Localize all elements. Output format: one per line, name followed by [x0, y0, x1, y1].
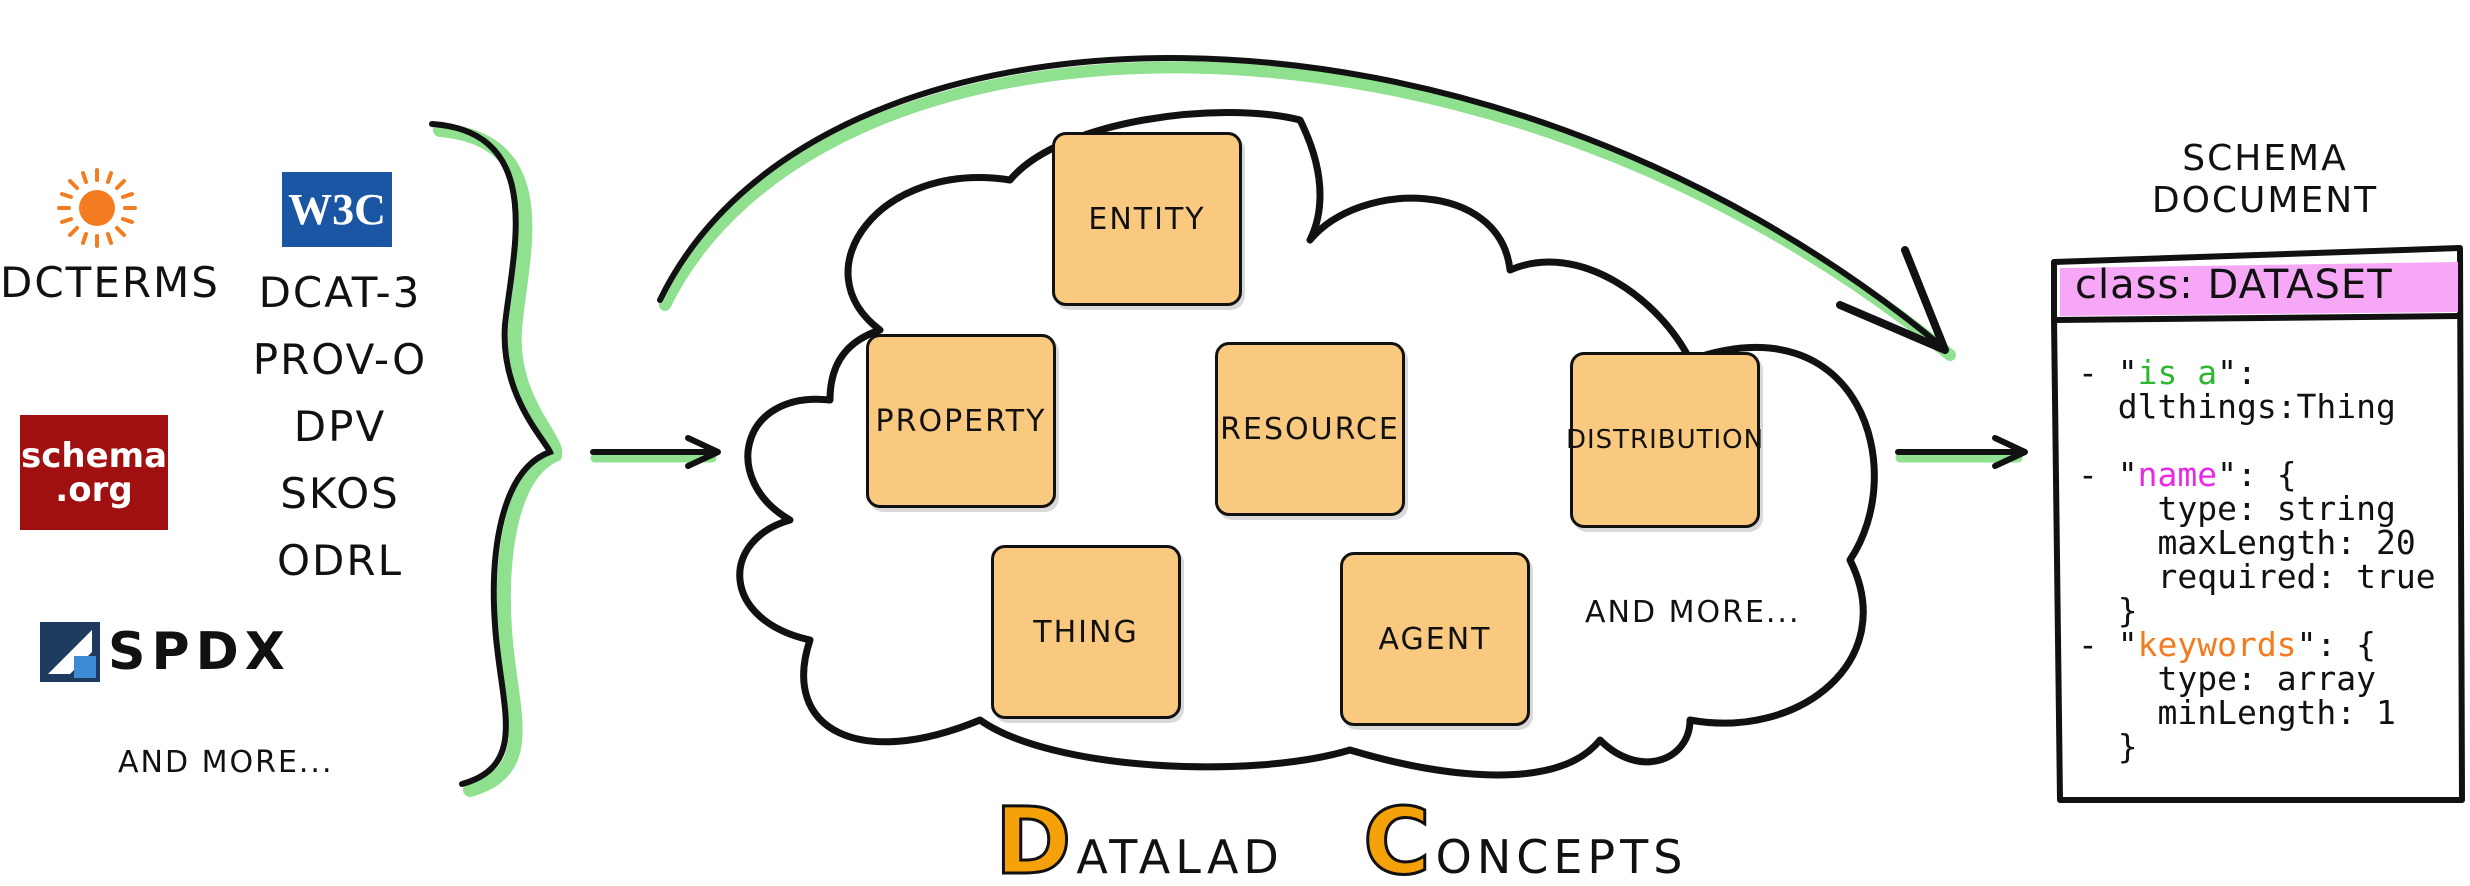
isa-key: is a — [2137, 353, 2218, 392]
w3c-logo-text: W3C — [288, 185, 386, 234]
spdx-label: SPDX — [108, 622, 291, 682]
isa-value: dlthings:Thing — [2117, 387, 2396, 426]
datalad-concepts-title: DATALAD CONCEPTS — [993, 787, 1688, 886]
schema-org-logo: schema .org — [20, 415, 168, 530]
keywords-minlength-line: minLength: 1 — [2078, 693, 2396, 732]
vocab-dcat: DCAT-3 — [258, 268, 422, 317]
vocab-prov: PROV-O — [252, 335, 428, 384]
name-type: type: string — [2157, 489, 2396, 528]
top-arc-shadow — [659, 61, 1956, 361]
schema-logo-line2: .org — [55, 469, 133, 510]
schema-frame — [2051, 245, 2465, 803]
name-required: required: true — [2157, 557, 2436, 596]
keywords-type-line: type: array — [2078, 659, 2376, 698]
schema-logo-line1: schema — [20, 435, 168, 476]
concept-thing: THING — [991, 545, 1181, 719]
concept-entity: ENTITY — [1052, 132, 1242, 306]
schema-heading-line2: DOCUMENT — [2151, 180, 2379, 221]
vocab-odrl: ODRL — [277, 536, 403, 585]
dcterms-label: DCTERMS — [0, 258, 220, 307]
brace — [429, 121, 554, 787]
spdx-mark-icon — [40, 622, 100, 682]
schema-heading-line1: SCHEMA — [2182, 138, 2348, 179]
name-close-brace: } — [2078, 591, 2138, 630]
name-required-line: required: true — [2078, 557, 2436, 596]
top-arc — [657, 55, 1943, 348]
class-label: class: DATASET — [2075, 262, 2393, 308]
name-type-line: type: string — [2078, 489, 2396, 528]
class-highlight — [2060, 262, 2458, 316]
concept-property: PROPERTY — [866, 334, 1056, 508]
keywords-key: keywords — [2137, 625, 2297, 664]
isa-value-line: dlthings:Thing — [2078, 387, 2396, 426]
schema-document-heading: SCHEMA DOCUMENT — [2150, 138, 2380, 222]
title-word-datalad: ATALAD — [1076, 830, 1284, 884]
vocab-skos: SKOS — [280, 469, 400, 518]
top-arc-arrowhead — [1836, 246, 1949, 354]
w3c-logo: W3C — [282, 172, 392, 247]
keywords-minlength: minLength: 1 — [2157, 693, 2396, 732]
left-arrow-head — [685, 435, 721, 469]
keywords-close-brace: } — [2078, 727, 2138, 766]
name-maxlength-line: maxLength: 20 — [2078, 523, 2416, 562]
class-underline — [2053, 313, 2461, 323]
concept-cloud — [736, 109, 1878, 779]
concept-agent: AGENT — [1340, 552, 1530, 726]
keywords-type: type: array — [2157, 659, 2377, 698]
name-key: name — [2137, 455, 2218, 494]
isa-line: - "is a": — [2078, 353, 2257, 392]
title-initial-d: D — [993, 787, 1077, 886]
vocab-dpv: DPV — [293, 402, 387, 451]
name-line: - "name": { — [2078, 455, 2297, 494]
sun-icon — [57, 168, 137, 248]
sources-more-label: AND MORE... — [118, 745, 334, 780]
concept-distribution: DISTRIBUTION — [1566, 352, 1763, 528]
right-arrow-head — [1992, 435, 2028, 469]
keywords-line: - "keywords": { — [2078, 625, 2377, 664]
schema-code-block: - "is a": dlthings:Thing - "name": { typ… — [2078, 356, 2436, 764]
brace-shadow — [433, 123, 563, 797]
title-initial-c: C — [1362, 787, 1436, 886]
concepts-more-label: AND MORE... — [1585, 595, 1801, 630]
name-maxlength: maxLength: 20 — [2157, 523, 2416, 562]
concept-resource: RESOURCE — [1215, 342, 1405, 516]
title-word-concepts: ONCEPTS — [1435, 830, 1688, 884]
